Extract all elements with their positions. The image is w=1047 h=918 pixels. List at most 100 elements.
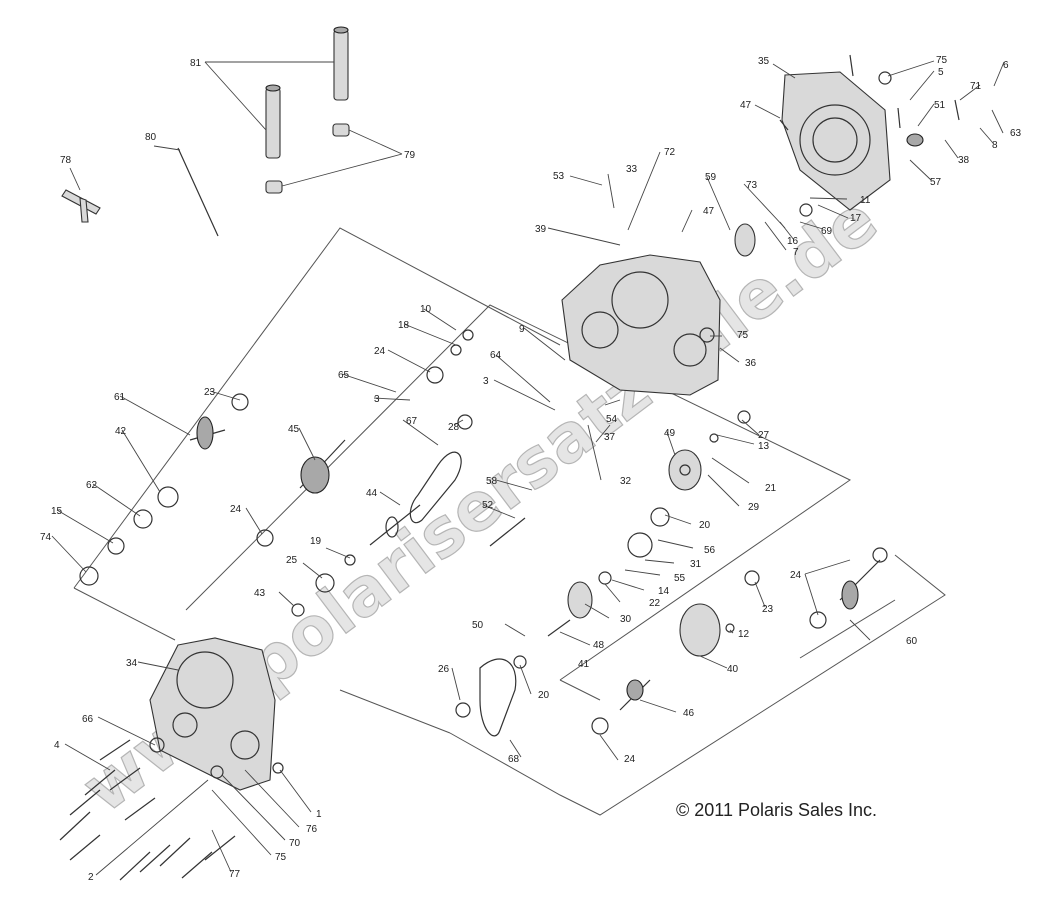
- callout-41: 41: [578, 659, 590, 670]
- callout-40: 40: [727, 664, 739, 675]
- callout-24b: 24: [230, 504, 242, 515]
- callout-labels: 81 79 80 78 35 75 5 6 47 51 71 63 8 38 5…: [40, 55, 1022, 883]
- vent-fitting: [61, 189, 101, 223]
- leader-lines: [51, 60, 1005, 876]
- callout-31: 31: [690, 559, 702, 570]
- callout-24d: 24: [624, 754, 636, 765]
- callout-81: 81: [190, 58, 202, 69]
- callout-46: 46: [683, 708, 695, 719]
- callout-5: 5: [938, 67, 944, 78]
- callout-72: 72: [664, 147, 676, 158]
- callout-30: 30: [620, 614, 632, 625]
- callout-29: 29: [748, 502, 760, 513]
- callout-36: 36: [745, 358, 757, 369]
- alignment-pins: [265, 26, 349, 159]
- callout-19: 19: [310, 536, 322, 547]
- callout-6: 6: [1003, 60, 1009, 71]
- callout-11: 11: [860, 195, 871, 206]
- callout-80: 80: [145, 132, 157, 143]
- callout-67: 67: [406, 416, 418, 427]
- callout-2: 2: [88, 872, 94, 883]
- assembly-frames: [73, 227, 946, 816]
- callout-68: 68: [508, 754, 520, 765]
- callout-73: 73: [746, 180, 758, 191]
- callout-75a: 75: [936, 55, 948, 66]
- callout-51: 51: [934, 100, 946, 111]
- callout-57: 57: [930, 177, 942, 188]
- callout-47b: 47: [703, 206, 715, 217]
- callout-3b: 3: [483, 376, 489, 387]
- callout-74: 74: [40, 532, 52, 543]
- callout-69: 69: [821, 226, 833, 237]
- callout-66: 66: [82, 714, 94, 725]
- callout-52: 52: [482, 500, 494, 511]
- callout-58: 58: [486, 476, 498, 487]
- callout-77: 77: [229, 869, 241, 880]
- callout-14: 14: [658, 586, 670, 597]
- callout-49: 49: [664, 428, 676, 439]
- callout-64: 64: [490, 350, 502, 361]
- callout-34: 34: [126, 658, 138, 669]
- callout-78: 78: [60, 155, 72, 166]
- callout-79: 79: [404, 150, 416, 161]
- callout-27: 27: [758, 430, 770, 441]
- callout-23a: 23: [204, 387, 216, 398]
- callout-28: 28: [448, 422, 460, 433]
- callout-75c: 75: [737, 330, 749, 341]
- copyright-text: © 2011 Polaris Sales Inc.: [676, 800, 878, 820]
- callout-3a: 3: [374, 394, 380, 405]
- callout-62: 62: [86, 480, 98, 491]
- callout-71: 71: [970, 81, 982, 92]
- callout-16: 16: [787, 236, 799, 247]
- callout-61: 61: [114, 392, 126, 403]
- bearings-and-washers: [79, 71, 892, 779]
- callout-56: 56: [704, 545, 716, 556]
- callout-37: 37: [604, 432, 616, 443]
- callout-4: 4: [54, 740, 60, 751]
- callout-26: 26: [438, 664, 450, 675]
- dipstick-rod: [177, 147, 219, 237]
- callout-25: 25: [286, 555, 298, 566]
- callout-10: 10: [420, 304, 432, 315]
- callout-13: 13: [758, 441, 770, 452]
- rear-case-cover: [781, 71, 891, 211]
- callout-24a: 24: [374, 346, 386, 357]
- front-case-cover: [149, 637, 276, 791]
- callout-35: 35: [758, 56, 770, 67]
- callout-43: 43: [254, 588, 266, 599]
- callout-20b: 20: [538, 690, 550, 701]
- callout-50: 50: [472, 620, 484, 631]
- callout-12: 12: [738, 629, 750, 640]
- callout-23b: 23: [762, 604, 774, 615]
- callout-65: 65: [338, 370, 350, 381]
- callout-60: 60: [906, 636, 918, 647]
- main-gearcase: [561, 254, 721, 396]
- callout-33: 33: [626, 164, 638, 175]
- callout-7: 7: [793, 247, 799, 258]
- callout-21: 21: [765, 483, 777, 494]
- callout-1: 1: [316, 809, 322, 820]
- callout-76: 76: [306, 824, 318, 835]
- callout-75b: 75: [275, 852, 287, 863]
- callout-17: 17: [850, 213, 862, 224]
- callout-59: 59: [705, 172, 717, 183]
- callout-55: 55: [674, 573, 686, 584]
- callout-42: 42: [115, 426, 127, 437]
- callout-47a: 47: [740, 100, 752, 111]
- callout-22: 22: [649, 598, 661, 609]
- callout-53: 53: [553, 171, 565, 182]
- callout-44: 44: [366, 488, 378, 499]
- callout-48: 48: [593, 640, 605, 651]
- gear-shafts: [189, 133, 924, 737]
- callout-15: 15: [51, 506, 63, 517]
- callout-45: 45: [288, 424, 300, 435]
- callout-9: 9: [519, 324, 525, 335]
- callout-8: 8: [992, 140, 998, 151]
- callout-38: 38: [958, 155, 970, 166]
- fastener-bolts: [59, 54, 960, 881]
- callout-54: 54: [606, 414, 618, 425]
- callout-32: 32: [620, 476, 632, 487]
- seal-caps: [265, 123, 350, 194]
- callout-63: 63: [1010, 128, 1022, 139]
